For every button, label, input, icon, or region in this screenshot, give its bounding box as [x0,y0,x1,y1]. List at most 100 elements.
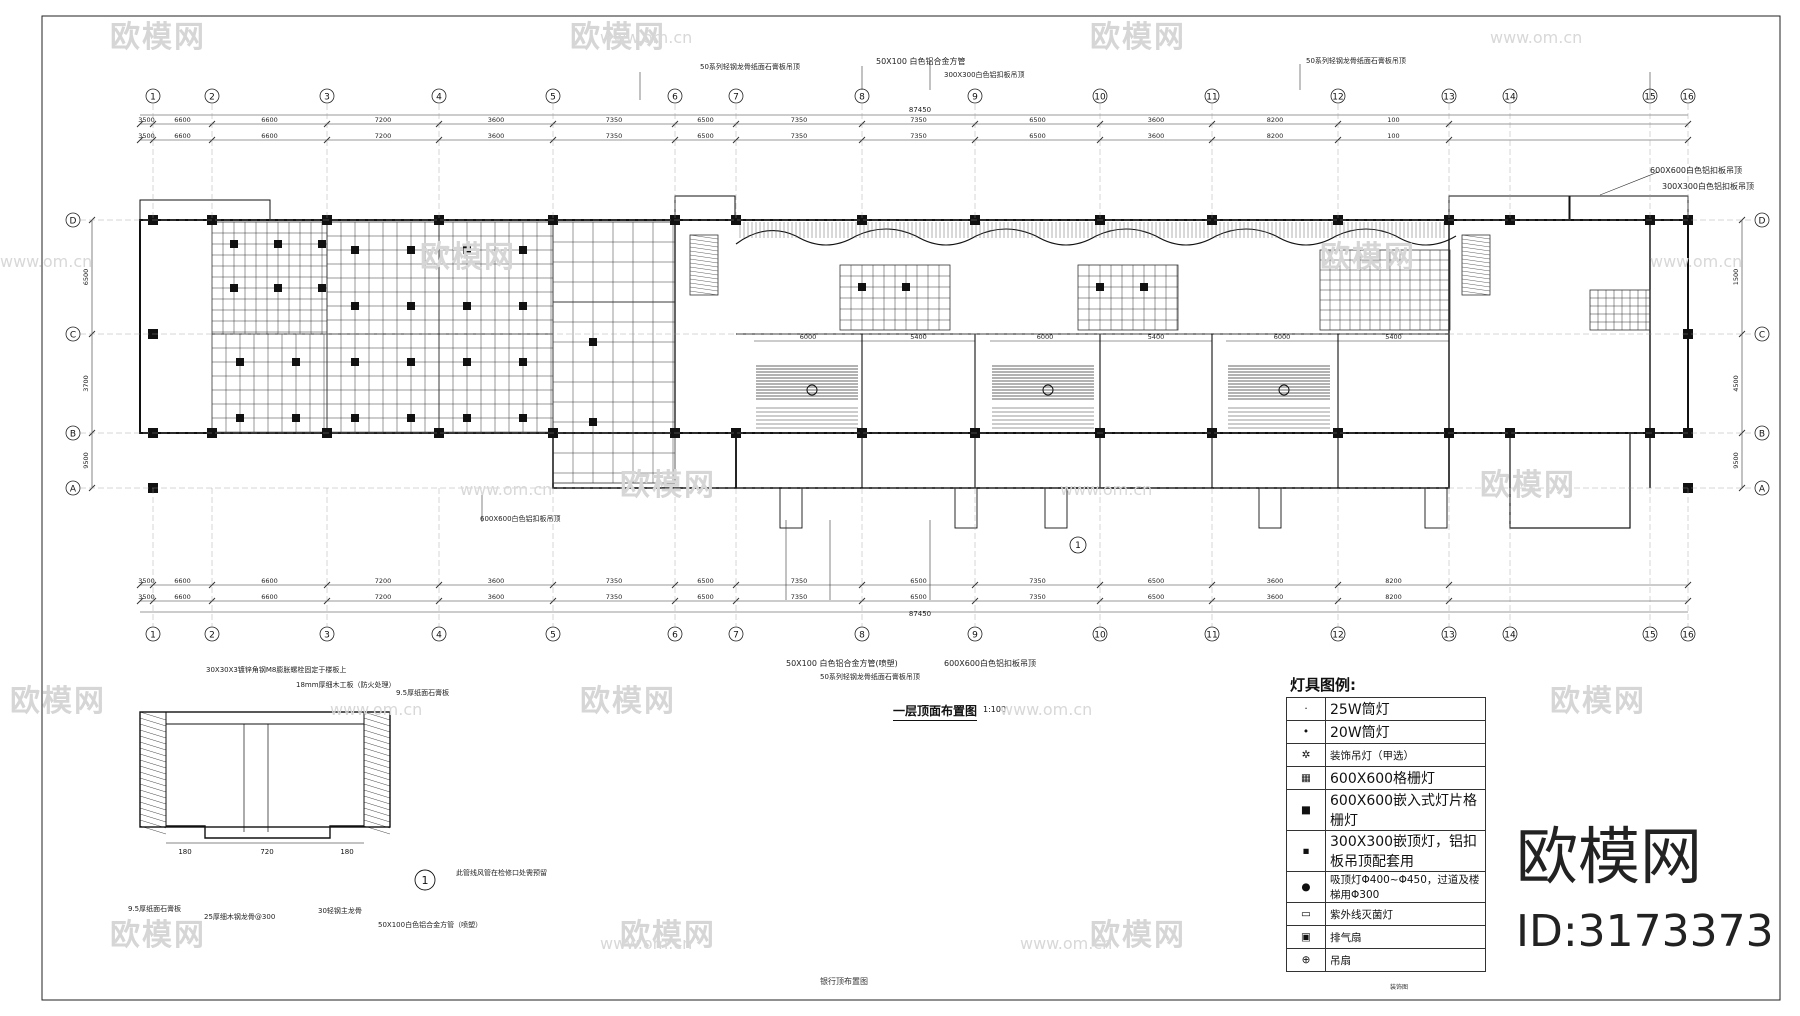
ceiling-grid-b-light [407,246,415,254]
detail-note-5: 25厚细木钢龙骨@300 [204,913,276,921]
dim-bottom-main-tick [1445,581,1453,589]
hatch-line [1461,258,1491,264]
dim-bottom-main-tick [136,581,144,589]
note-top-6: 300X300白色铝扣板吊顶 [1662,182,1755,191]
detail-note-4: 9.5厚纸面石膏板 [128,905,182,913]
detail-hatch [139,747,167,757]
legend-label: 600X600嵌入式灯片格栅灯 [1325,789,1486,831]
detail-hatch [363,825,391,835]
detail-hatch [363,735,391,745]
legend-symbol-icon: ✲ [1286,743,1326,767]
axis-bubble-12 [1330,88,1346,104]
footer-label: 银行顶布置图 [820,977,868,986]
axis-bubble-11 [1204,88,1220,104]
axis-label-5: 5 [550,631,556,641]
hatch-line [1461,254,1491,260]
detail-hatch [139,789,167,799]
dim-bottom-secondary-label: 6600 [261,593,278,601]
entrance-wall [552,432,737,489]
ceiling-grid-m [1589,289,1651,331]
stripe-ceiling [1228,365,1330,429]
dim-room-label: 6000 [1274,333,1291,341]
ceiling-grid-g [552,221,676,303]
dim-bottom-main-label: 6600 [174,577,191,585]
dim-side-label: 1500 [1732,269,1740,286]
column [1207,428,1217,438]
axis-label-12: 12 [1332,93,1343,103]
hatched-panel [689,234,719,296]
axis-label-6: 6 [672,631,678,641]
axis-bubble-5 [545,88,561,104]
dim-top-main-label: 7350 [606,116,623,124]
dim-side-label: 9500 [1732,452,1740,469]
column [857,215,867,225]
pendant-lamp [1042,384,1054,396]
ceiling-grid-j [839,264,951,331]
hatch-line [689,258,719,264]
ceiling-grid-f [438,333,554,434]
hatch-line [689,250,719,256]
dim-bottom-secondary-label: 3600 [488,593,505,601]
hatch-line [689,290,719,296]
note-top-2: 50X100 白色铝合金方管 [876,57,966,66]
grid-axes: 1122334455667788991010111112121313141415… [65,88,1770,642]
note-bottom-2: 50系列轻钢龙骨纸面石膏板吊顶 [820,673,920,681]
ceiling-grid-e-light [407,414,415,422]
axis-label-C: C [1759,331,1765,341]
detail-note-3: 9.5厚纸面石膏板 [396,689,450,697]
column [731,428,741,438]
dim-bottom-secondary-label: 6500 [1148,593,1165,601]
legend-row: ⊕吊扇 [1286,948,1486,972]
hatch-line [1461,238,1491,244]
hatched-panel-border [1461,234,1491,296]
dim-bottom-secondary-label: 7350 [606,593,623,601]
axis-label-C: C [70,331,76,341]
axis-bubble-6 [667,88,683,104]
legend-row: ▭紫外线灭菌灯 [1286,902,1486,926]
legend-row: ▪300X300嵌顶灯，铝扣板吊顶配套用 [1286,830,1486,872]
dim-top-secondary-label: 100 [1387,132,1399,140]
dim-top-secondary-label: 3600 [1148,132,1165,140]
column [1505,215,1515,225]
dim-top-main-label: 3600 [1148,116,1165,124]
ceiling-grid-f-light [463,414,471,422]
detail-hatch [139,729,167,739]
dim-side-tick [1738,330,1746,338]
dim-bottom-secondary-label: 7350 [1029,593,1046,601]
legend-label: 装饰吊灯（甲选） [1325,743,1486,767]
stripe-ceiling [992,365,1094,429]
dim-side-label: 6500 [82,269,90,286]
hatch-line [1461,270,1491,276]
legend-title: 灯具图例: [1290,676,1356,694]
axis-label-16: 16 [1682,631,1694,641]
hatch-line [689,238,719,244]
dim-top-main-label: 3600 [488,116,505,124]
hatch-line [1461,250,1491,256]
dim-bottom-main-tick [858,581,866,589]
axis-bubble-1 [145,88,161,104]
dim-top-main-label: 7350 [791,116,808,124]
dim-top-main-label: 6600 [261,116,278,124]
brand-id: ID:3173373 [1516,906,1774,957]
ceiling-grid-f-light [519,414,527,422]
dim-bottom-main-tick [549,581,557,589]
detail-hatch [139,813,167,823]
dim-bottom-main-tick [1208,581,1216,589]
dim-top-main-label: 8200 [1267,116,1284,124]
door-recess [1044,487,1068,529]
dim-top-main-label: 100 [1387,116,1399,124]
legend-row: ·25W筒灯 [1286,697,1486,721]
ceiling-grid-h [552,301,676,434]
hatch-line [1461,246,1491,252]
dim-bottom-main-label: 7200 [375,577,392,585]
dim-bottom-main-tick [435,581,443,589]
detail-hatch [139,717,167,727]
note-top-4: 50系列轻钢龙骨纸面石膏板吊顶 [1306,57,1406,65]
column [1683,329,1693,339]
legend-symbol-icon: ▦ [1286,766,1326,790]
hatch-line [689,254,719,260]
axis-label-11: 11 [1206,631,1217,641]
axis-label-4: 4 [436,631,442,641]
dim-room-label: 6000 [800,333,817,341]
detail-hatch [363,717,391,727]
